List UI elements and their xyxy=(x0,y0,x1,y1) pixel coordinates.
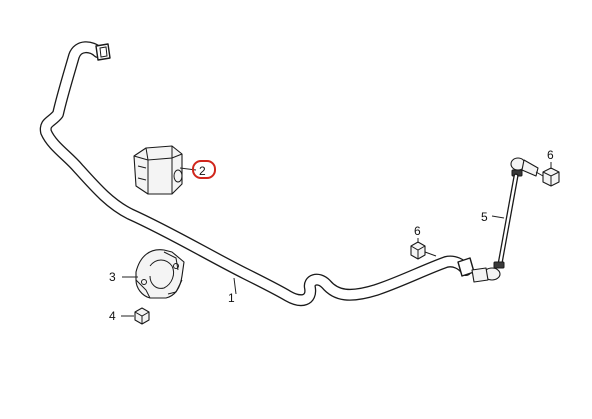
stabilizer-link[interactable] xyxy=(471,157,539,283)
label-part-6-lower[interactable]: 6 xyxy=(414,224,421,238)
stabilizer-bar-end-fitting xyxy=(95,43,111,61)
label-part-3[interactable]: 3 xyxy=(109,270,116,284)
link-upper-ball-joint xyxy=(510,157,539,177)
leader-1 xyxy=(233,277,237,295)
hex-nut-part4[interactable] xyxy=(134,307,150,325)
label-part-2[interactable]: 2 xyxy=(199,164,206,178)
leader-lines xyxy=(121,162,552,317)
stabilizer-bar[interactable] xyxy=(39,41,475,307)
highlight-ring xyxy=(192,160,216,179)
leader-5 xyxy=(491,215,505,219)
label-part-4[interactable]: 4 xyxy=(109,309,116,323)
label-part-1[interactable]: 1 xyxy=(228,291,235,305)
clamp-bracket[interactable] xyxy=(135,249,185,299)
stabilizer-bar-core xyxy=(41,42,471,305)
hex-nut-part6-upper[interactable] xyxy=(535,167,560,187)
stabilizer-bar-right-end xyxy=(457,257,475,277)
rubber-bushing[interactable] xyxy=(133,145,183,195)
hex-nut-part6-lower[interactable] xyxy=(410,241,437,260)
link-lower-ball-joint xyxy=(471,261,505,283)
label-part-5[interactable]: 5 xyxy=(481,210,488,224)
part-labels: 1 2 3 4 5 6 6 xyxy=(109,148,554,323)
stabilizer-bar-outline xyxy=(39,41,472,307)
label-part-6-upper[interactable]: 6 xyxy=(547,148,554,162)
